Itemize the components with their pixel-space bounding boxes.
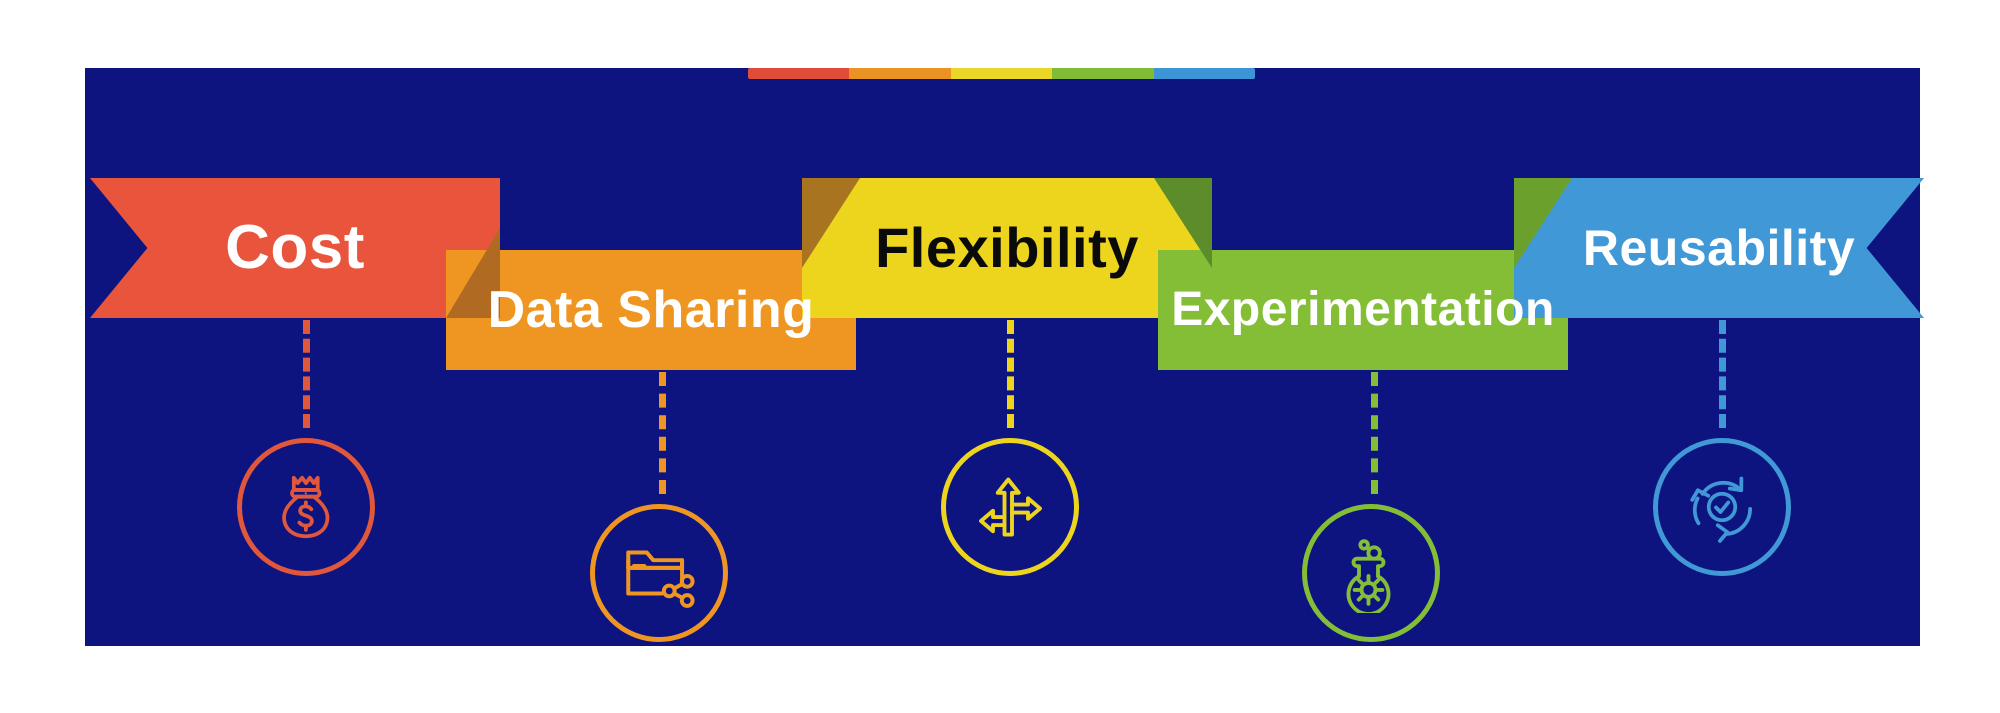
icon-circle-cost[interactable] [237, 438, 375, 576]
ribbon-experimentation[interactable]: Experimentation [1158, 250, 1568, 370]
connector-reusability [1719, 320, 1726, 428]
recycle-check-icon [1690, 476, 1753, 543]
connector-experimentation [1371, 372, 1378, 494]
ribbon-fold-flexibility-left [802, 178, 860, 268]
three-way-arrows-icon [979, 477, 1042, 537]
ribbon-flexibility[interactable]: Flexibility [802, 178, 1212, 318]
ribbon-label-reusability: Reusability [1582, 220, 1856, 276]
icon-circle-reusability[interactable] [1653, 438, 1791, 576]
folder-share-icon [626, 550, 695, 608]
connector-data-sharing [659, 372, 666, 494]
ribbon-label-experimentation: Experimentation [1171, 283, 1555, 336]
icon-circle-data-sharing[interactable] [590, 504, 728, 642]
ribbon-label-cost: Cost [225, 213, 365, 282]
accent-segment-green [1052, 68, 1154, 79]
ribbon-fold-reusability [1514, 178, 1572, 268]
ribbon-reusability[interactable]: Reusability [1514, 178, 1924, 318]
top-accent-bar [748, 68, 1255, 79]
connector-cost [303, 320, 310, 428]
ribbon-fold-flexibility-right [1154, 178, 1212, 268]
ribbon-label-data-sharing: Data Sharing [487, 281, 815, 339]
connector-flexibility [1007, 320, 1014, 428]
ribbon-data-sharing[interactable]: Data Sharing [446, 250, 856, 370]
accent-segment-orange [849, 68, 951, 79]
ribbon-label-flexibility: Flexibility [875, 216, 1139, 279]
icon-circle-flexibility[interactable] [941, 438, 1079, 576]
icon-circle-experimentation[interactable] [1302, 504, 1440, 642]
flask-gear-icon [1346, 539, 1391, 613]
ribbon-cost[interactable]: Cost [90, 178, 500, 318]
accent-segment-red [748, 68, 850, 79]
accent-segment-yellow [950, 68, 1053, 79]
ribbon-fold-cost [446, 228, 500, 318]
accent-segment-blue [1153, 68, 1255, 79]
money-bag-icon [282, 475, 330, 539]
